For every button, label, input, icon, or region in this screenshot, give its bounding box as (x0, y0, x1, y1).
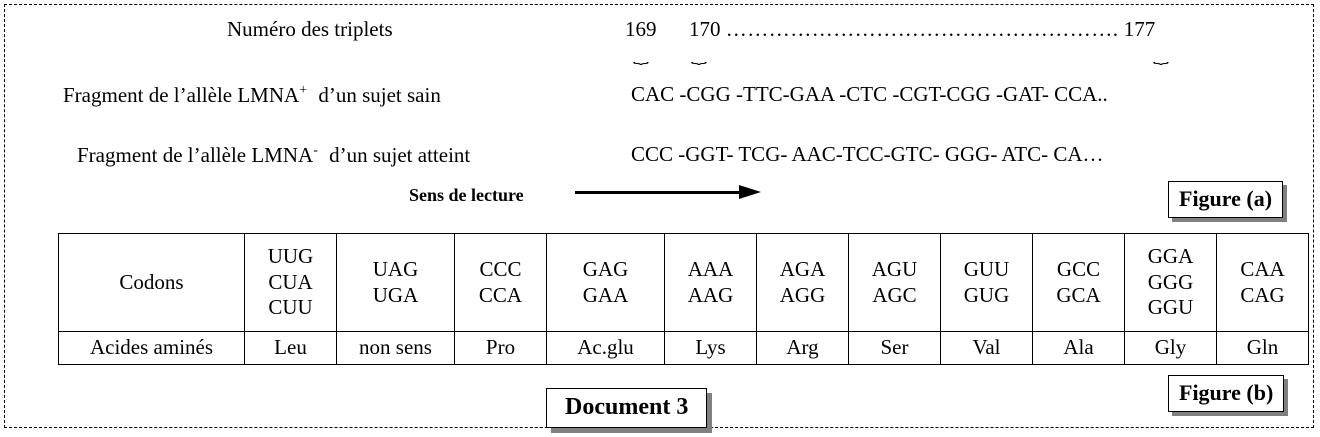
codon-text: GCC (1056, 256, 1101, 281)
triplet-number-170: 170 (689, 17, 721, 41)
codon-text: CCC (479, 256, 522, 281)
amino-acid-cell-1: Leu (244, 331, 337, 365)
healthy-allele-label-text: Fragment de l’allèle LMNA (63, 83, 300, 107)
codon-cell-8: GUU GUG (940, 233, 1033, 332)
healthy-allele-label: Fragment de l’allèle LMNA+ d’un sujet sa… (63, 84, 441, 106)
codon-cell-6: AGA AGG (756, 233, 849, 332)
healthy-allele-sequence: CAC -CGG -TTC-GAA -CTC -CGT-CGG -GAT- CC… (631, 82, 1108, 106)
amino-acid-cell-4: Ac.glu (546, 331, 665, 365)
codon-text: GUU (963, 256, 1010, 281)
amino-acid-cell-9: Ala (1032, 331, 1125, 365)
codon-text: CAG (1240, 282, 1285, 307)
affected-allele-label-text: Fragment de l’allèle LMNA (77, 143, 314, 167)
document-tag: Document 3 (546, 388, 708, 428)
codon-text: AGU (871, 256, 918, 281)
arrow-shaft (575, 191, 743, 194)
amino-acid-cell-5: Lys (664, 331, 757, 365)
brace-177-icon: ⏟ (1153, 47, 1169, 65)
codon-text: UAG (372, 256, 419, 281)
triplet-numbers-label: Numéro des triplets (227, 17, 393, 41)
codon-text: UGA (372, 282, 419, 307)
dotted-leader: ………………………………………………. (725, 17, 1119, 41)
codon-text: GGG (1147, 269, 1194, 294)
healthy-allele-superscript: + (299, 83, 308, 98)
healthy-allele-label-suffix: d’un sujet sain (318, 83, 441, 107)
codon-text: AGA (779, 256, 826, 281)
codon-text: GGA (1147, 243, 1194, 268)
codon-text: GAG (582, 256, 629, 281)
row-header-codons: Codons (58, 233, 245, 332)
codon-cell-9: GCC GCA (1032, 233, 1125, 332)
reading-direction-arrow-icon (575, 185, 767, 199)
triplet-numbers-row: 169 170 ………………………………………………. 177 (625, 19, 1285, 40)
triplet-number-169: 169 (625, 17, 657, 41)
triplet-braces-group: ⏟ ⏟ ⏟ (625, 49, 1285, 75)
row-header-amino-acids: Acides aminés (58, 331, 245, 365)
amino-acid-cell-8: Val (940, 331, 1033, 365)
codon-text: CUA (268, 269, 313, 294)
table-row-amino-acids: Acides aminés Leu non sens Pro Ac.glu Ly… (58, 331, 1309, 365)
codon-cell-5: AAA AAG (664, 233, 757, 332)
brace-170-icon: ⏟ (691, 47, 707, 65)
codon-cell-3: CCC CCA (454, 233, 547, 332)
amino-acid-cell-11: Gln (1216, 331, 1309, 365)
codon-cell-7: AGU AGC (848, 233, 941, 332)
codon-text: CUU (268, 295, 313, 320)
codon-text: AAA (687, 256, 734, 281)
codon-text: CCA (478, 282, 523, 307)
codon-cell-10: GGA GGG GGU (1124, 233, 1217, 332)
figure-a-panel: Numéro des triplets 169 170 ………………………………… (5, 5, 1313, 223)
affected-allele-label-suffix: d’un sujet atteint (329, 143, 471, 167)
codon-text: AAG (687, 282, 734, 307)
codon-text: GUG (963, 282, 1010, 307)
figure-a-tag: Figure (a) (1168, 181, 1284, 218)
codon-text: GCA (1056, 282, 1101, 307)
document-frame: Numéro des triplets 169 170 ………………………………… (4, 4, 1314, 428)
figure-b-tag: Figure (b) (1168, 375, 1285, 412)
amino-acid-cell-2: non sens (336, 331, 455, 365)
codon-text: CAA (1240, 256, 1285, 281)
amino-acid-cell-3: Pro (454, 331, 547, 365)
codon-text: AGC (872, 282, 917, 307)
codon-text: GAA (582, 282, 629, 307)
codon-text: AGG (779, 282, 826, 307)
reading-direction-label: Sens de lecture (409, 185, 524, 205)
affected-allele-label: Fragment de l’allèle LMNA- d’un sujet at… (77, 144, 470, 166)
codon-text: GGU (1147, 295, 1194, 320)
amino-acid-cell-10: Gly (1124, 331, 1217, 365)
codon-cell-2: UAG UGA (336, 233, 455, 332)
triplet-number-177: 177 (1123, 17, 1156, 41)
codon-text: UUG (267, 243, 314, 268)
codon-cell-1: UUG CUA CUU (244, 233, 337, 332)
codon-amino-acid-table: Codons UUG CUA CUU UAG UGA CCC CCA GAG G… (58, 233, 1309, 365)
affected-allele-superscript: - (313, 143, 318, 158)
amino-acid-cell-7: Ser (848, 331, 941, 365)
brace-169-icon: ⏟ (633, 47, 649, 65)
affected-allele-sequence: CCC -GGT- TCG- AAC-TCC-GTC- GGG- ATC- CA… (631, 142, 1104, 166)
arrow-head (739, 185, 761, 199)
amino-acid-cell-6: Arg (756, 331, 849, 365)
codon-cell-11: CAA CAG (1216, 233, 1309, 332)
codon-cell-4: GAG GAA (546, 233, 665, 332)
table-row-codons: Codons UUG CUA CUU UAG UGA CCC CCA GAG G… (58, 233, 1309, 332)
